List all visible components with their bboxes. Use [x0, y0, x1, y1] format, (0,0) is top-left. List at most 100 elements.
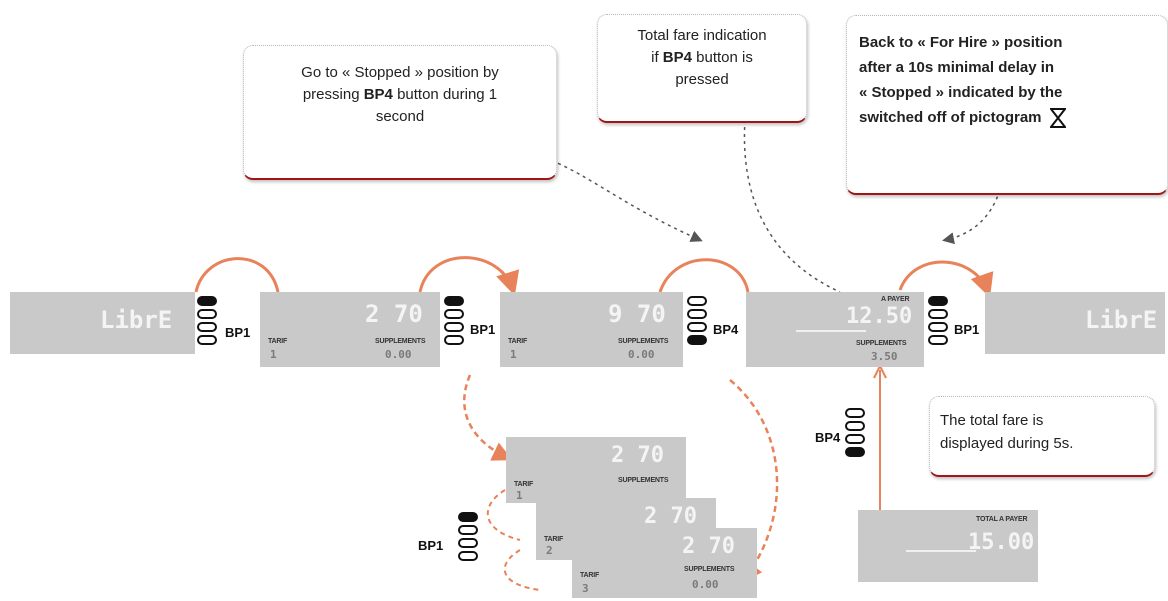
- button-pill[interactable]: [458, 551, 478, 561]
- button-pill[interactable]: [444, 309, 464, 319]
- display-supp-label: SUPPLEMENTS: [618, 338, 669, 345]
- button-column-2: [444, 296, 466, 348]
- display-supp-value: 3.50: [871, 350, 898, 363]
- loop-arrow-1: [194, 257, 280, 293]
- button-pill[interactable]: [928, 335, 948, 345]
- label-bp4: BP4: [815, 430, 841, 445]
- display-tarif-label: TARIF: [544, 536, 564, 543]
- button-column-bp4: [845, 408, 867, 460]
- display-supp-label: SUPPLEMENTS: [618, 477, 669, 484]
- display-tarif-value: 3: [582, 582, 589, 595]
- callout-total-displayed: The total fare is displayed during 5s.: [929, 396, 1155, 477]
- display-main-text: 2 70: [365, 300, 423, 328]
- callout-stopped-line1: Go to « Stopped » position by: [301, 64, 499, 81]
- label-bp1: BP1: [225, 325, 251, 340]
- button-column-bp1-lower: [458, 512, 480, 564]
- callout-connector-2: [743, 119, 841, 293]
- display-dash: [906, 550, 976, 552]
- button-pill[interactable]: [197, 335, 217, 345]
- stack-loop-2: [503, 549, 541, 591]
- display-supp-value: 0.00: [628, 348, 655, 361]
- display-supp-label: SUPPLEMENTS: [856, 340, 907, 347]
- display-supp-value: 0.00: [385, 348, 412, 361]
- callout-connector-1: [524, 151, 703, 242]
- display-tarif-value: 1: [510, 348, 517, 361]
- display-tarif-value: 1: [516, 489, 523, 502]
- callout-connector-3: [942, 189, 1001, 245]
- button-pill[interactable]: [444, 296, 464, 306]
- button-pill[interactable]: [928, 322, 948, 332]
- button-pill[interactable]: [444, 322, 464, 332]
- down-arrow-stack: [463, 374, 513, 461]
- loop-arrow-2: [418, 256, 520, 296]
- display-main-text: 15.00: [968, 530, 1035, 555]
- display-fare-3: 9 70 TARIF 1 SUPPLEMENTS 0.00: [500, 292, 683, 367]
- button-pill[interactable]: [197, 309, 217, 319]
- callout-total-fare: Total fare indication if BP4 button is p…: [597, 14, 807, 123]
- callout-hire-line3: « Stopped » indicated by the: [859, 84, 1063, 101]
- button-pill[interactable]: [845, 434, 865, 444]
- hourglass-icon: [1049, 108, 1066, 129]
- button-pill[interactable]: [687, 309, 707, 319]
- button-pill[interactable]: [845, 408, 865, 418]
- button-column-3: [687, 296, 709, 348]
- callout-stopped-line3: second: [375, 108, 425, 125]
- display-main-text: LibrE: [100, 306, 173, 334]
- display-main-text: 2 70: [611, 443, 664, 468]
- display-stack-3: 2 70 TARIF 3 SUPPLEMENTS 0.00: [572, 528, 757, 598]
- callout-total-bp4: BP4: [662, 49, 692, 66]
- button-pill[interactable]: [687, 296, 707, 306]
- button-pill[interactable]: [845, 421, 865, 431]
- display-main-text: 9 70: [608, 300, 666, 328]
- label-bp1: BP1: [954, 322, 980, 337]
- callout-stopped: Go to « Stopped » position by pressing B…: [243, 45, 557, 180]
- display-tarif-label: TARIF: [508, 338, 528, 345]
- callout-back-to-hire: Back to « For Hire » position after a 10…: [846, 15, 1168, 195]
- display-total-fare: TOTAL A PAYER 15.00: [858, 510, 1038, 582]
- callout-total-line2c: button is: [691, 49, 753, 66]
- button-pill[interactable]: [928, 309, 948, 319]
- callout-hire-line1: Back to « For Hire » position: [859, 34, 1063, 51]
- label-bp4: BP4: [713, 322, 739, 337]
- display-supp-label: SUPPLEMENTS: [684, 566, 735, 573]
- display-tarif-label: TARIF: [580, 572, 600, 579]
- callout-stopped-line2a: pressing: [302, 86, 364, 103]
- display-dash: [796, 330, 866, 332]
- callout-hire-line2: after a 10s minimal delay in: [859, 59, 1055, 76]
- button-pill[interactable]: [928, 296, 948, 306]
- display-fare-2: 2 70 TARIF 1 SUPPLEMENTS 0.00: [260, 292, 440, 367]
- button-pill[interactable]: [197, 322, 217, 332]
- display-stopped-4: A PAYER 12.50 SUPPLEMENTS 3.50: [746, 292, 924, 367]
- display-supp-label: SUPPLEMENTS: [375, 338, 426, 345]
- display-tarif-label: TARIF: [268, 338, 288, 345]
- display-tarif-value: 1: [270, 348, 277, 361]
- button-pill[interactable]: [458, 525, 478, 535]
- display-main-text: 2 70: [644, 504, 697, 529]
- button-pill[interactable]: [444, 335, 464, 345]
- display-total-label: TOTAL A PAYER: [976, 516, 1028, 523]
- button-pill[interactable]: [458, 512, 478, 522]
- callout-total-line3: pressed: [675, 71, 729, 88]
- display-tarif-value: 2: [546, 544, 553, 557]
- callout-hire-line4: switched off of pictogram: [859, 109, 1042, 126]
- stack-loop-1: [486, 489, 521, 541]
- button-pill[interactable]: [197, 296, 217, 306]
- callout-total-line1: Total fare indication: [637, 27, 767, 44]
- button-pill[interactable]: [845, 447, 865, 457]
- callout-disp-line1: The total fare is: [940, 412, 1044, 429]
- button-pill[interactable]: [687, 322, 707, 332]
- display-main-text: LibrE: [1085, 306, 1158, 334]
- button-pill[interactable]: [458, 538, 478, 548]
- display-libre-1: LibrE: [10, 292, 195, 354]
- loop-arrow-3: [658, 258, 750, 293]
- display-libre-5: LibrE: [985, 292, 1165, 354]
- stack-return-arrow: [729, 379, 779, 582]
- button-pill[interactable]: [687, 335, 707, 345]
- display-main-text: 12.50: [846, 304, 913, 329]
- button-column-4: [928, 296, 950, 348]
- display-top-label: A PAYER: [881, 296, 910, 303]
- callout-disp-line2: displayed during 5s.: [940, 435, 1074, 452]
- display-supp-value: 0.00: [692, 578, 719, 591]
- display-main-text: 2 70: [682, 534, 735, 559]
